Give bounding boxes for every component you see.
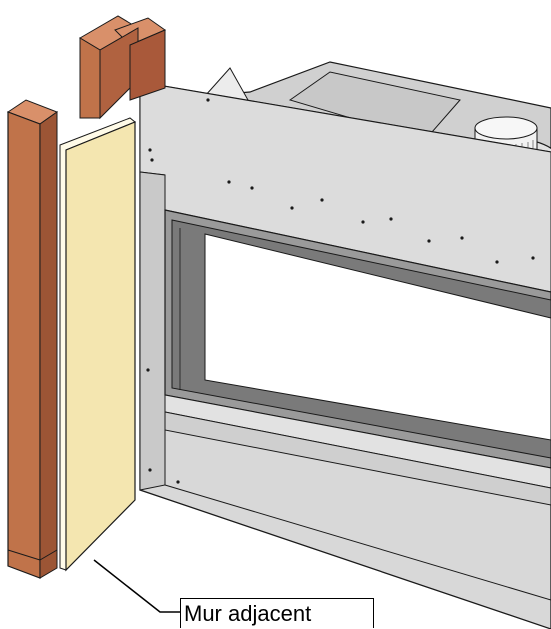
- front-stud-right-face: [39, 111, 58, 579]
- adjacent-wall-board: [59, 117, 136, 572]
- window-glass: [204, 233, 551, 441]
- wood-stud-front: [6, 99, 59, 579]
- callout-box: [180, 598, 374, 628]
- callout-label: Mur adjacent: [184, 601, 312, 626]
- rear-stud-right-body: [129, 29, 166, 101]
- board-face: [65, 121, 136, 572]
- side-jamb: [139, 171, 166, 491]
- callout-leader-line: [93, 559, 180, 613]
- wood-studs-rear: [79, 15, 167, 120]
- front-stud-left-face: [7, 111, 41, 579]
- rear-stud-front-left: [79, 37, 101, 119]
- glass-window: [164, 209, 551, 469]
- lower-trim: [164, 394, 551, 601]
